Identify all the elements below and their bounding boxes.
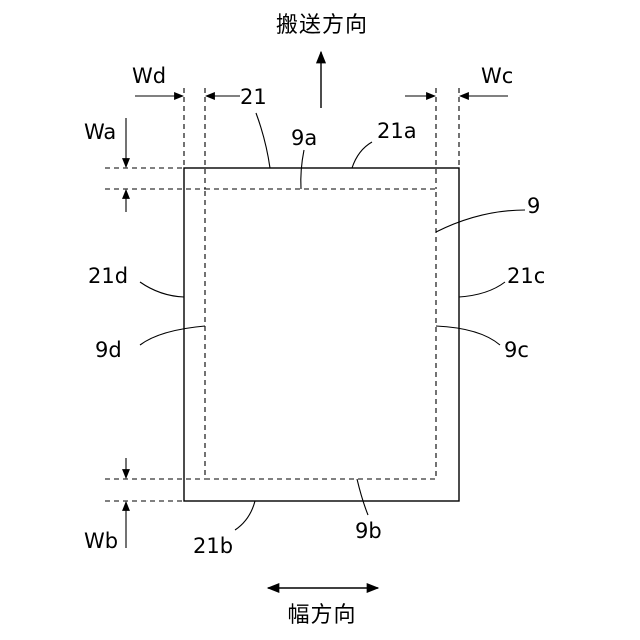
leader-21c: [459, 282, 505, 297]
leader-9a: [301, 150, 304, 189]
sheet-rectangle: [184, 168, 459, 501]
leader-9b: [357, 479, 368, 515]
sheet-label: 21: [240, 85, 267, 109]
leader-9c: [436, 326, 500, 345]
image-edge-d-label: 9d: [95, 338, 122, 362]
margin-c-label: Wc: [481, 64, 513, 88]
sheet-edge-b-label: 21b: [193, 534, 233, 558]
transport-direction-label: 搬送方向: [276, 13, 368, 38]
margin-b-label: Wb: [84, 529, 118, 553]
sheet-edge-c-label: 21c: [507, 264, 545, 288]
leader-21: [256, 113, 270, 168]
leader-9d: [140, 326, 205, 345]
sheet-edge-d-label: 21d: [88, 264, 128, 288]
image-label: 9: [527, 194, 540, 218]
leader-9: [436, 210, 525, 232]
margin-a-label: Wa: [84, 120, 116, 144]
image-edge-a-label: 9a: [291, 126, 317, 150]
margin-d-label: Wd: [132, 64, 166, 88]
leader-21d: [140, 282, 184, 297]
leader-21b: [235, 501, 255, 530]
leader-21a: [352, 142, 372, 168]
width-direction-label: 幅方向: [287, 603, 356, 628]
image-edge-b-label: 9b: [355, 519, 382, 543]
image-edge-c-label: 9c: [504, 338, 529, 362]
image-area-rectangle: [205, 189, 436, 479]
sheet-edge-a-label: 21a: [377, 119, 417, 143]
